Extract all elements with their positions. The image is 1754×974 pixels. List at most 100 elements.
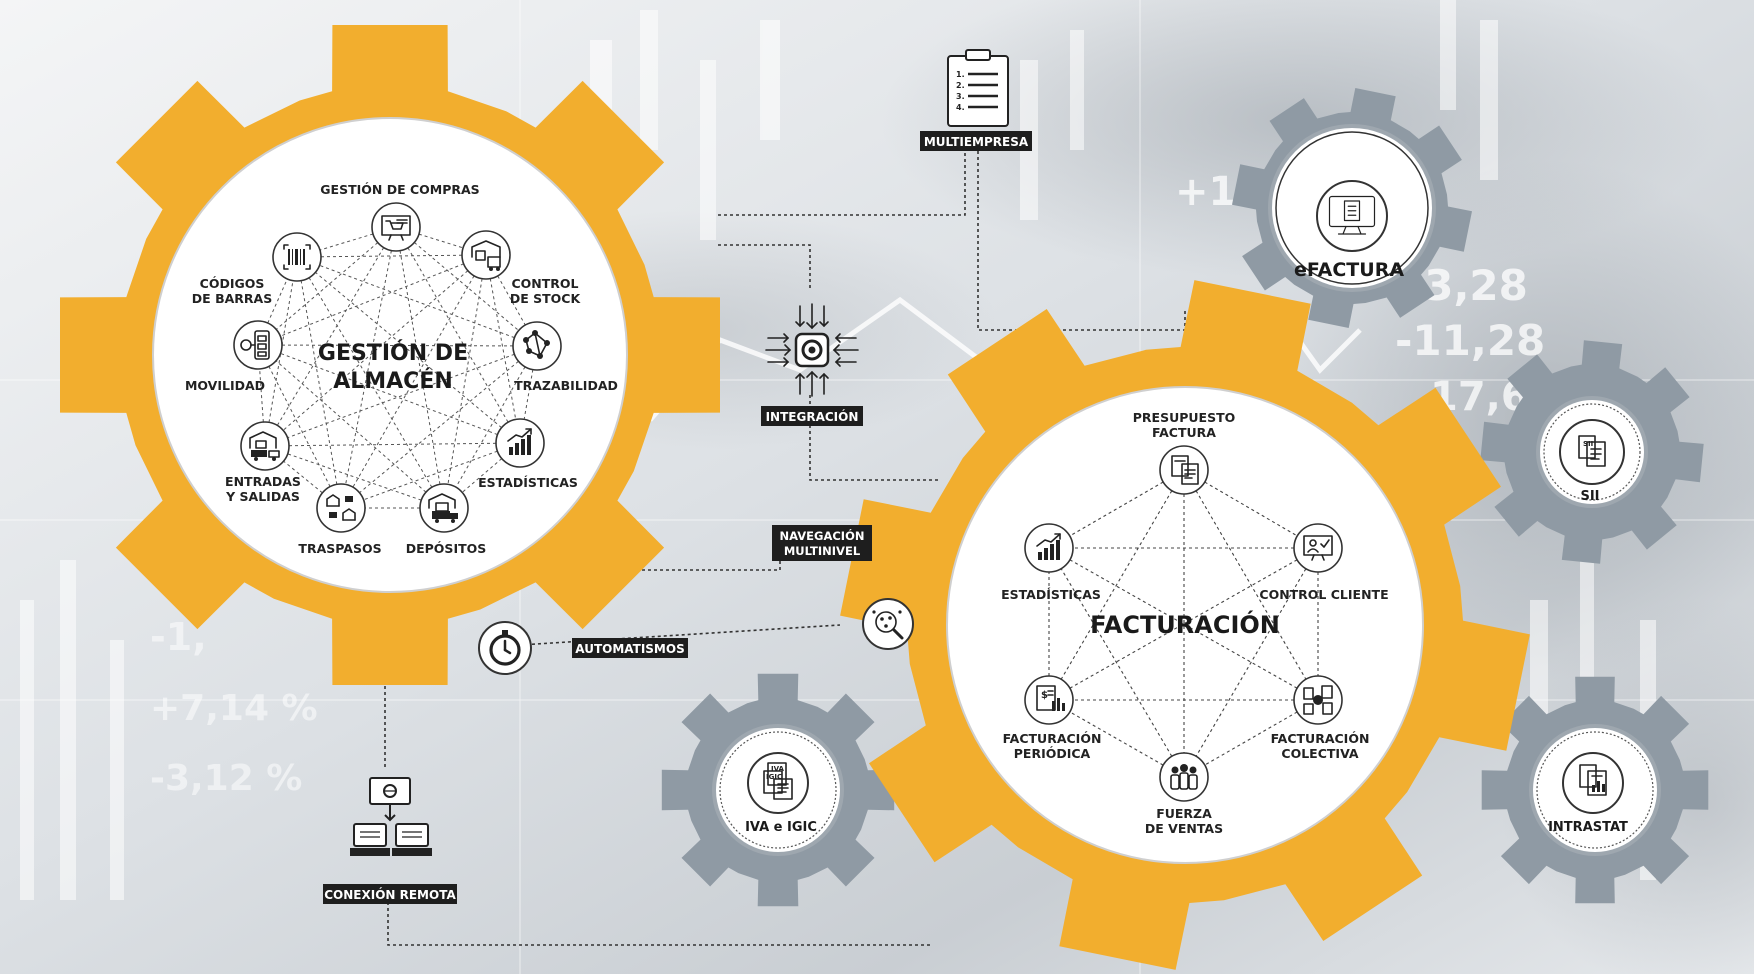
node-fuerza-ventas: FUERZA DE VENTAS (1145, 752, 1223, 836)
bar-chart-growth-icon (1036, 533, 1061, 560)
node-label: PRESUPUESTO (1133, 410, 1235, 425)
network-link (340, 254, 487, 509)
node-label: PERIÓDICA (1014, 746, 1091, 761)
sii-doc-tag: SII (1583, 440, 1593, 448)
clipboard-list-icon: 1. 2. 3. 4. (947, 49, 1009, 127)
network-link (257, 226, 397, 346)
barcode-icon (283, 244, 311, 270)
svg-text:$: $ (1041, 690, 1048, 701)
automatismos-label: AUTOMATISMOS (575, 642, 684, 656)
clipboard-number: 2. (956, 81, 965, 90)
truck-loading-icon (249, 431, 280, 461)
bg-number: -3,12 % (150, 758, 302, 799)
stopwatch-icon (478, 621, 532, 675)
network-link (1183, 469, 1319, 549)
node-label: Y SALIDAS (225, 489, 300, 504)
bg-number: +7,14 % (150, 688, 318, 729)
magnifier-network-icon (862, 598, 914, 650)
node-estadisticas-facturacion: ESTADÍSTICAS (1001, 523, 1101, 602)
network-link (340, 442, 521, 509)
sii-label: SII (1580, 489, 1599, 504)
iva-label: IVA e IGIC (745, 820, 817, 835)
network-link (1183, 699, 1319, 778)
node-label: FACTURA (1152, 425, 1216, 440)
node-estadisticas: ESTADÍSTICAS (478, 418, 578, 490)
collective-invoices-icon (1303, 685, 1333, 715)
network-link (257, 344, 445, 509)
network-link (264, 445, 342, 509)
network-link (395, 226, 538, 347)
network-link (257, 254, 487, 346)
network-link (264, 345, 538, 447)
automatismos-group: AUTOMATISMOS (478, 621, 688, 675)
network-link (264, 226, 397, 447)
node-label: ESTADÍSTICAS (1001, 587, 1101, 602)
bg-number: -11,28 (1395, 316, 1545, 365)
network-link (257, 344, 342, 509)
network-link (296, 254, 487, 258)
facturacion-title: FACTURACIÓN (1090, 609, 1280, 639)
node-control-stock: CONTROL DE STOCK (461, 230, 581, 306)
node-label: TRAZABILIDAD (514, 378, 618, 393)
node-label: GESTIÓN DE COMPRAS (320, 182, 479, 197)
network-link (257, 344, 521, 444)
clipboard-number: 4. (956, 103, 965, 112)
multiempresa-label: MULTIEMPRESA (924, 135, 1029, 149)
node-label: MOVILIDAD (185, 378, 265, 393)
almacen-circle (152, 117, 628, 593)
network-link (1048, 469, 1185, 701)
network-link (296, 256, 521, 444)
network-link (296, 256, 342, 509)
warehouses-transfer-icon (326, 494, 356, 521)
iva-badge: IVA IGIC IVA e IGIC (712, 724, 844, 856)
network-nodes-icon (523, 330, 550, 359)
facturacion-nodes: PRESUPUESTO FACTURA CONTROL CLIENTE (1001, 410, 1389, 836)
efactura-label: eFACTURA (1294, 259, 1404, 281)
network-link (340, 345, 538, 509)
integration-target-icon (765, 303, 859, 397)
network-link (1183, 469, 1319, 701)
node-facturacion-colectiva: FACTURACIÓN COLECTIVA (1271, 675, 1370, 761)
node-label: TRASPASOS (298, 541, 381, 556)
network-link (443, 442, 521, 509)
network-link (1048, 699, 1185, 778)
integracion-group: INTEGRACIÓN (761, 303, 863, 426)
node-traspasos: TRASPASOS (298, 483, 382, 556)
node-entradas-salidas: ENTRADAS Y SALIDAS (225, 421, 301, 504)
network-link (1183, 547, 1319, 778)
network-link (264, 256, 298, 447)
network-link (443, 254, 487, 509)
network-link (485, 254, 521, 444)
intrastat-label: INTRASTAT (1548, 820, 1628, 835)
network-link (296, 256, 538, 347)
integracion-label: INTEGRACIÓN (766, 409, 859, 424)
network-link (257, 344, 538, 347)
almacen-nodes: GESTIÓN DE COMPRAS CONTROL DE STOCK (185, 182, 618, 556)
warehouse-truck-icon (428, 493, 458, 523)
network-link (264, 445, 445, 509)
igic-doc-tag: IGIC (766, 773, 782, 781)
node-label: FUERZA (1156, 806, 1212, 821)
node-label: CONTROL CLIENTE (1259, 587, 1388, 602)
intrastat-badge: INTRASTAT (1529, 724, 1661, 856)
node-label: DE BARRAS (192, 291, 272, 306)
node-label: DEPÓSITOS (406, 541, 487, 556)
network-link (1048, 469, 1185, 549)
network-link (519, 345, 538, 444)
bar-chart-growth-icon (507, 428, 532, 455)
conexion-label: CONEXIÓN REMOTA (324, 887, 456, 902)
navegacion-group: NAVEGACIÓN MULTINIVEL (772, 525, 914, 650)
tax-documents-icon: IVA IGIC (763, 762, 793, 800)
connector-lines (384, 145, 1186, 946)
node-label: COLECTIVA (1281, 746, 1358, 761)
node-label: CONTROL (511, 276, 578, 291)
almacen-title: GESTIÓN DE (318, 340, 468, 366)
multiempresa-group: 1. 2. 3. 4. MULTIEMPRESA (920, 49, 1032, 151)
almacen-title: ALMACÉN (333, 368, 453, 394)
warehouse-forklift-icon (471, 240, 501, 271)
periodic-invoice-icon: $ (1036, 685, 1065, 711)
node-trazabilidad: TRAZABILIDAD (512, 321, 618, 393)
node-label: FACTURACIÓN (1271, 731, 1370, 746)
